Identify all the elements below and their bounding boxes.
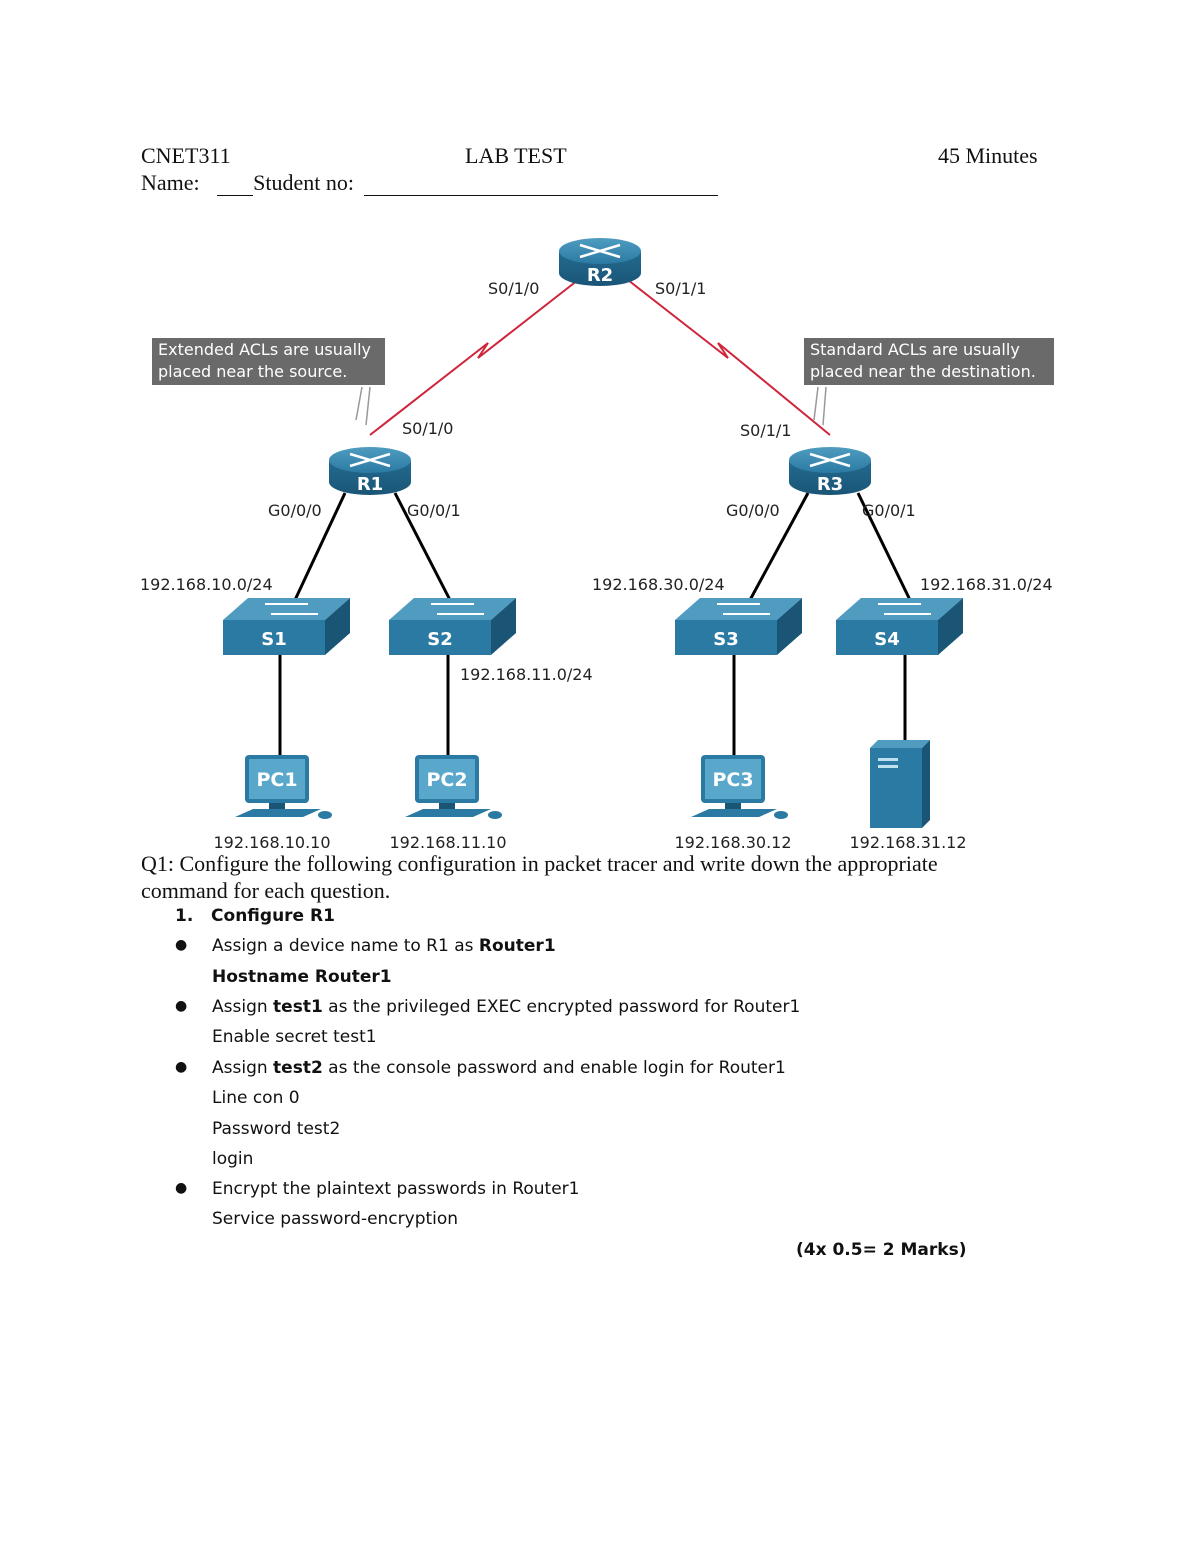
network-10-label: 192.168.10.0/24 [140, 575, 273, 594]
router-r3-label: R3 [817, 474, 843, 495]
r3-g001-interface: G0/0/1 [862, 501, 916, 520]
standard-callout-line2: placed near the destination. [810, 362, 1036, 381]
pc1-ip: 192.168.10.10 [213, 833, 330, 852]
pc1-label: PC1 [256, 769, 297, 791]
question-1-line1: Q1: Configure the following configuratio… [141, 851, 938, 876]
pc3-label: PC3 [712, 769, 753, 791]
router-r2[interactable]: R2 [559, 238, 641, 286]
question-1-line2: command for each question. [141, 878, 391, 903]
answer-3-line1: Line con 0 [212, 1088, 300, 1108]
switch-s3[interactable]: S3 [675, 598, 802, 655]
extended-acl-callout: Extended ACLs are usually placed near th… [152, 338, 385, 426]
switch-s1-label: S1 [261, 629, 287, 650]
pc3-ip: 192.168.30.12 [674, 833, 791, 852]
bullet-2: ● [175, 998, 188, 1014]
student-no-blank[interactable] [363, 173, 718, 196]
router-r1-label: R1 [357, 474, 383, 495]
network-11-label: 192.168.11.0/24 [460, 665, 593, 684]
switch-s4[interactable]: S4 [836, 598, 963, 655]
marks-note: (4x 0.5= 2 Marks) [796, 1240, 967, 1260]
test-title: LAB TEST [465, 143, 567, 168]
router-r3[interactable]: R3 [789, 447, 871, 495]
answer-1: Hostname Router1 [212, 967, 392, 987]
pc2-ip: 192.168.11.10 [389, 833, 506, 852]
network-31-label: 192.168.31.0/24 [920, 575, 1053, 594]
test-duration: 45 Minutes [938, 143, 1038, 168]
answer-2: Enable secret test1 [212, 1027, 377, 1047]
r2-left-interface: S0/1/0 [488, 279, 539, 298]
r3-serial-interface: S0/1/1 [740, 421, 791, 440]
switch-s3-label: S3 [713, 629, 739, 650]
extended-callout-line1: Extended ACLs are usually [158, 340, 371, 359]
interface-labels: S0/1/0 S0/1/1 S0/1/0 S0/1/1 G0/0/0 G0/0/… [268, 279, 916, 520]
network-30-label: 192.168.30.0/24 [592, 575, 725, 594]
bullet-3: ● [175, 1059, 188, 1075]
name-label: Name: [141, 170, 200, 195]
task-1: Assign a device name to R1 as Router1 [212, 936, 556, 956]
switch-s2[interactable]: S2 [389, 598, 516, 655]
router-r1[interactable]: R1 [329, 447, 411, 495]
course-code: CNET311 [141, 143, 231, 168]
task-4: Encrypt the plaintext passwords in Route… [212, 1179, 580, 1199]
r1-g001-interface: G0/0/1 [407, 501, 461, 520]
answer-4: Service password-encryption [212, 1209, 459, 1229]
standard-acl-callout: Standard ACLs are usually placed near th… [804, 338, 1054, 426]
host-ip-labels: 192.168.10.10 192.168.11.10 192.168.30.1… [213, 833, 966, 852]
network-labels: 192.168.10.0/24 192.168.11.0/24 192.168.… [140, 575, 1053, 684]
r1-serial-interface: S0/1/0 [402, 419, 453, 438]
name-blank[interactable] [217, 173, 254, 196]
task-2: Assign test1 as the privileged EXEC encr… [212, 997, 801, 1017]
answer-3-line2: Password test2 [212, 1119, 341, 1139]
server-ip: 192.168.31.12 [849, 833, 966, 852]
pc-pc1[interactable]: PC1 [235, 755, 332, 819]
switch-s2-label: S2 [427, 629, 453, 650]
router-r2-label: R2 [587, 265, 613, 286]
extended-callout-line2: placed near the source. [158, 362, 347, 381]
task-3: Assign test2 as the console password and… [212, 1058, 786, 1078]
standard-callout-line1: Standard ACLs are usually [810, 340, 1020, 359]
question-1-prompt: Q1: Configure the following configuratio… [141, 850, 1041, 904]
switch-s1[interactable]: S1 [223, 598, 350, 655]
student-no-label: Student no: [253, 170, 354, 195]
section-configure-r1: 1. Configure R1 [175, 906, 335, 926]
pc-pc3[interactable]: PC3 [691, 755, 788, 819]
bullet-1: ● [175, 937, 188, 953]
r1-g000-interface: G0/0/0 [268, 501, 322, 520]
answer-3-line3: login [212, 1149, 254, 1169]
r2-right-interface: S0/1/1 [655, 279, 706, 298]
switch-s4-label: S4 [874, 629, 900, 650]
r3-g000-interface: G0/0/0 [726, 501, 780, 520]
serial-links [369, 279, 831, 436]
ethernet-links [278, 492, 912, 760]
bullet-4: ● [175, 1180, 188, 1196]
pc2-label: PC2 [426, 769, 467, 791]
pc-pc2[interactable]: PC2 [405, 755, 502, 819]
name-row: Name: Student no: [141, 170, 718, 196]
server[interactable] [870, 740, 930, 828]
network-topology-diagram: Extended ACLs are usually placed near th… [140, 238, 1054, 852]
